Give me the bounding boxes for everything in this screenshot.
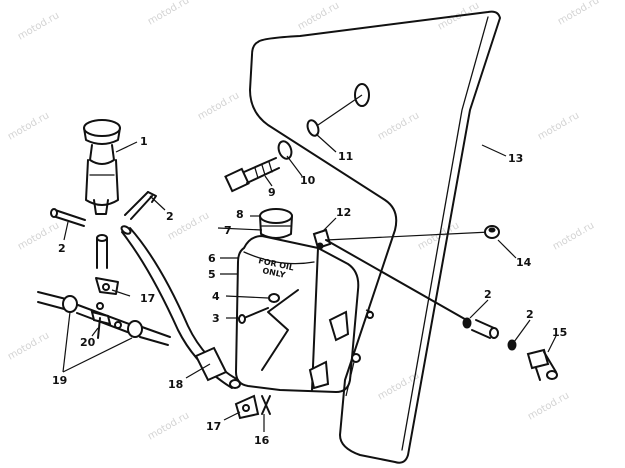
- label-20: 20: [80, 336, 96, 349]
- tank-screw: [238, 307, 269, 324]
- hose-clamp-far-right: [507, 339, 517, 351]
- watermark-layer: motod.ru motod.ru motod.ru motod.ru moto…: [6, 0, 601, 443]
- label-18: 18: [168, 378, 183, 391]
- hose-clip-upper: [95, 277, 119, 295]
- plate-nut: [484, 225, 500, 239]
- label-8: 8: [236, 208, 244, 221]
- label-1: 1: [140, 135, 148, 148]
- label-14: 14: [516, 256, 532, 269]
- watermark-text: motod.ru: [416, 220, 461, 252]
- label-2-far-right: 2: [526, 308, 534, 321]
- grommet-slot: [354, 83, 370, 107]
- watermark-text: motod.ru: [146, 0, 191, 28]
- label-2-vent-clamp: 2: [484, 288, 492, 301]
- long-hose: [120, 225, 241, 389]
- cap-hose: [96, 237, 108, 269]
- tank-washer: [268, 293, 280, 303]
- watermark-text: motod.ru: [536, 110, 581, 142]
- mounting-bolt: [224, 157, 280, 193]
- label-17-upper: 17: [140, 292, 155, 305]
- label-2-clamp-left: 2: [58, 242, 66, 255]
- short-hose: [471, 319, 499, 339]
- label-4: 4: [212, 290, 220, 303]
- watermark-text: motod.ru: [526, 390, 571, 422]
- vent-line-guide: [325, 231, 491, 241]
- label-11: 11: [338, 150, 353, 163]
- tank-cap-assembly: [83, 119, 121, 215]
- watermark-text: motod.ru: [16, 220, 61, 252]
- grommet-guide-line: [317, 94, 363, 126]
- watermark-text: motod.ru: [146, 410, 191, 442]
- label-13: 13: [508, 152, 523, 165]
- drain-fitting: [261, 395, 271, 415]
- watermark-text: motod.ru: [296, 0, 341, 32]
- watermark-text: motod.ru: [376, 110, 421, 142]
- mounting-plate-edge: [401, 16, 489, 451]
- watermark-text: motod.ru: [16, 10, 61, 42]
- vent-line: [325, 239, 471, 323]
- hose-clamp-left: [50, 208, 86, 227]
- label-3: 3: [212, 312, 220, 325]
- watermark-text: motod.ru: [196, 90, 241, 122]
- hose-clamp-right-small: [462, 317, 472, 329]
- label-19: 19: [52, 374, 67, 387]
- leader-lines: [62, 133, 557, 432]
- label-17-lower: 17: [206, 420, 221, 433]
- label-10: 10: [300, 174, 316, 187]
- vent-valve: [526, 348, 558, 381]
- mounting-plate: [249, 10, 501, 464]
- watermark-text: motod.ru: [6, 110, 51, 142]
- watermark-text: motod.ru: [376, 370, 421, 402]
- grommet: [306, 119, 320, 137]
- label-2-clamp-right: 2: [166, 210, 174, 223]
- watermark-text: motod.ru: [556, 0, 601, 28]
- watermark-text: motod.ru: [6, 330, 51, 362]
- label-16: 16: [254, 434, 270, 447]
- oil-tank: [235, 208, 374, 393]
- watermark-text: motod.ru: [551, 220, 596, 252]
- label-9: 9: [268, 186, 276, 199]
- callout-labels: 1 2 2 2 2 3 4 5 6 7 8 9 10 11 12 13 14 1…: [52, 135, 567, 447]
- label-15: 15: [552, 326, 567, 339]
- label-6-left: 6: [208, 252, 216, 265]
- washer: [277, 140, 293, 160]
- label-12: 12: [336, 206, 351, 219]
- cap-hose-end: [96, 234, 108, 242]
- hose-clip-lower: [234, 394, 260, 420]
- label-5: 5: [208, 268, 216, 281]
- label-7: 7: [224, 224, 232, 237]
- hose-clamp-right: [124, 191, 157, 220]
